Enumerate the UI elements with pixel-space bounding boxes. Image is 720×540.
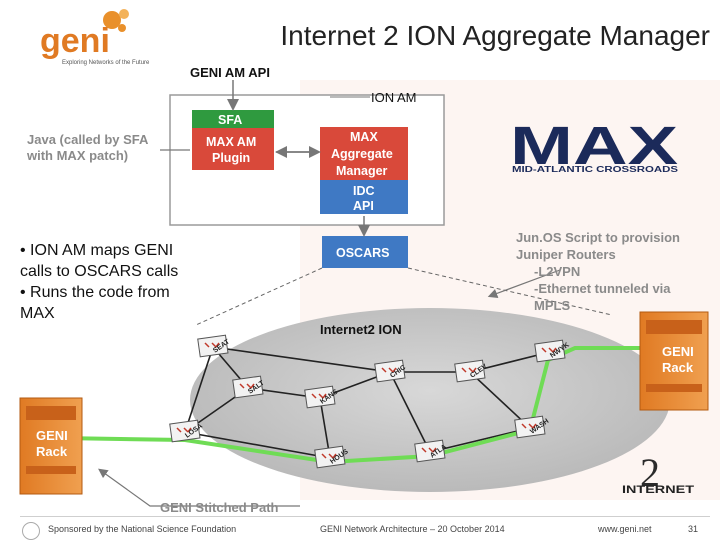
- geni-rack-left: GENI Rack: [20, 398, 82, 494]
- bullet-item: • Runs the code from MAX: [20, 282, 190, 324]
- footer-url[interactable]: www.geni.net: [598, 524, 652, 534]
- footer-divider: [20, 516, 710, 517]
- svg-text:Aggregate: Aggregate: [331, 147, 393, 161]
- svg-text:-L2VPN: -L2VPN: [534, 264, 580, 279]
- max-logo: MAX MID-ATLANTIC CROSSROADS: [510, 116, 679, 176]
- internet2-ion-cloud: [190, 308, 670, 492]
- svg-text:MAX AM: MAX AM: [206, 135, 256, 149]
- svg-text:GENI: GENI: [662, 344, 694, 359]
- svg-text:Manager: Manager: [336, 164, 388, 178]
- svg-text:IDC: IDC: [353, 184, 375, 198]
- svg-text:Rack: Rack: [662, 360, 694, 375]
- oscars-label: OSCARS: [336, 246, 389, 260]
- nsf-seal-icon: [22, 522, 40, 540]
- footer-talk: GENI Network Architecture – 20 October 2…: [320, 524, 505, 534]
- svg-text:MAX: MAX: [350, 130, 378, 144]
- svg-text:Rack: Rack: [36, 444, 68, 459]
- ion-am-label: ION AM: [371, 90, 417, 105]
- router-clev: CLEV: [455, 360, 489, 382]
- svg-text:GENI: GENI: [36, 428, 68, 443]
- router-atla: ATLA: [415, 440, 448, 462]
- page-number: 31: [688, 524, 698, 534]
- svg-text:MID-ATLANTIC CROSSROADS: MID-ATLANTIC CROSSROADS: [512, 165, 679, 174]
- svg-text:API: API: [353, 199, 374, 213]
- router-chic: CHIC: [375, 360, 407, 382]
- java-note-line2: with MAX patch): [26, 148, 128, 163]
- sfa-label: SFA: [218, 113, 242, 127]
- svg-text:MPLS: MPLS: [534, 298, 570, 313]
- java-note-line1: Java (called by SFA: [27, 132, 149, 147]
- geni-rack-right: GENI Rack: [640, 312, 708, 410]
- router-salt: SALT: [233, 376, 267, 398]
- footer-sponsor: Sponsored by the National Science Founda…: [48, 524, 236, 534]
- bullet-item: • ION AM maps GENI calls to OSCARS calls: [20, 240, 190, 282]
- router-seat: SEAT: [198, 335, 232, 357]
- internet2-ion-label: Internet2 ION: [320, 322, 402, 337]
- svg-text:Jun.OS Script to provision: Jun.OS Script to provision: [516, 230, 680, 245]
- svg-text:INTERNET: INTERNET: [622, 484, 694, 496]
- svg-text:Juniper Routers: Juniper Routers: [516, 247, 616, 262]
- svg-text:Plugin: Plugin: [212, 151, 250, 165]
- router-losa: LOSA: [170, 420, 204, 442]
- bullet-list: • ION AM maps GENI calls to OSCARS calls…: [20, 240, 190, 324]
- svg-text:-Ethernet tunneled via: -Ethernet tunneled via: [534, 281, 671, 296]
- geni-am-api-label: GENI AM API: [190, 65, 270, 80]
- stitched-path-label: GENI Stitched Path: [160, 500, 279, 515]
